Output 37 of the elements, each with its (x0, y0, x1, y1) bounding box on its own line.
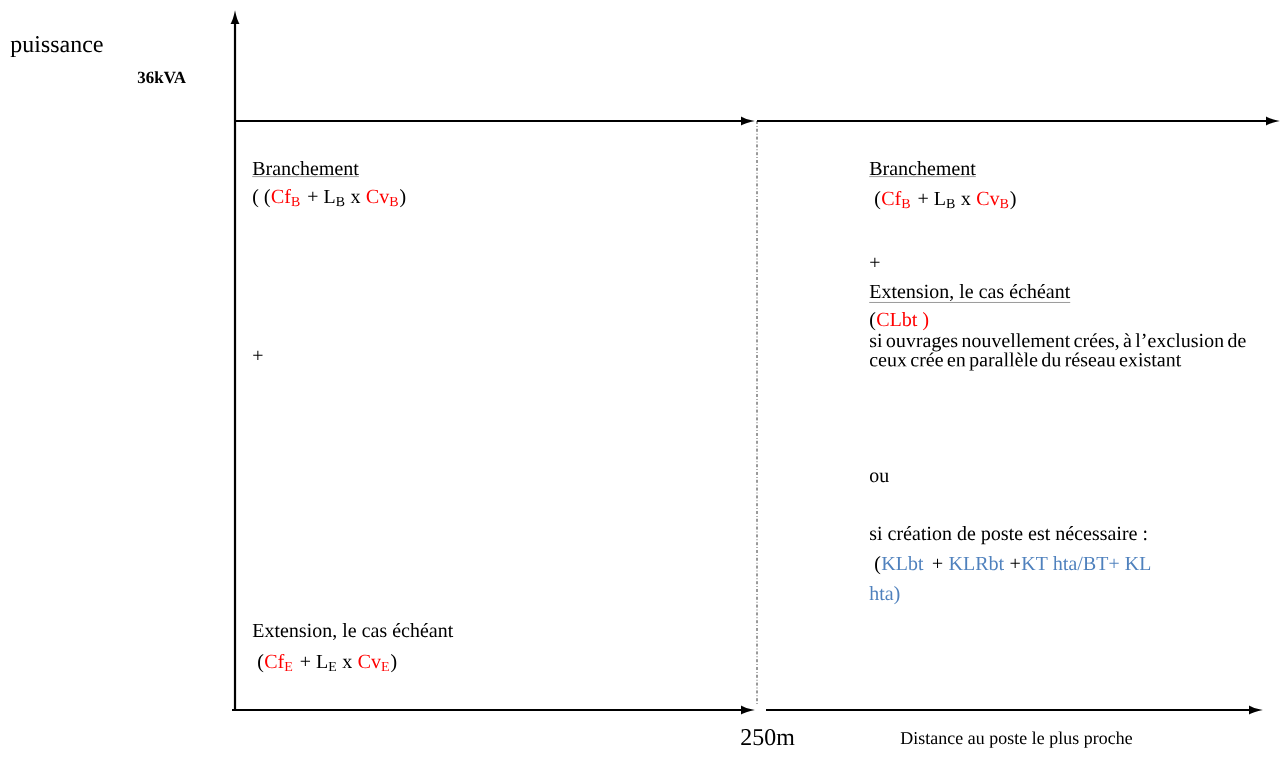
text-label: CLbt ) (877, 312, 929, 331)
text-label: 36kVA (137, 71, 186, 84)
text-label: ( (870, 312, 876, 331)
text-label: ) (400, 189, 406, 208)
text-label: + L$_{B}$ x (308, 189, 361, 207)
text-label: + (932, 558, 943, 568)
text-label: Extension, le cas échéant (252, 623, 454, 641)
text-label: Cv$_{E}$ (358, 654, 389, 672)
text-label: ) (391, 654, 397, 673)
text-label: Cf$_{B}$ (271, 188, 300, 207)
text-label: 250m (741, 729, 795, 746)
text-label: Cv$_{B}$ (366, 189, 398, 207)
text-label: Cf$_{B}$ (882, 190, 910, 209)
text-label: ( (875, 191, 881, 210)
text-label: + L$_{E}$ x (300, 654, 352, 672)
section-heading: Branchement (869, 161, 977, 177)
text-label: + L$_{B}$ x (918, 191, 971, 209)
text-label: KLRbt (949, 556, 1004, 571)
text-label: ( ( (253, 189, 270, 208)
section-heading: Extension, le cas échéant (869, 284, 1071, 303)
text-label: ) (1010, 191, 1016, 210)
section-heading: Branchement (252, 161, 360, 177)
text-label: KT hta/BT+ KL (1021, 556, 1151, 571)
text-label: Distance au poste le plus proche (900, 731, 1133, 748)
text-label: si ouvrages nouvellement crées, à l’exclusion de ceux crée en parallèle du réseau existant (869, 333, 1246, 371)
text-label: ( (258, 654, 264, 673)
text-label: ( (875, 556, 881, 575)
text-label: hta) (869, 586, 900, 605)
text-label: ou (869, 472, 889, 483)
text-label: puissance (10, 36, 103, 58)
text-label: si création de poste est nécessaire : (870, 526, 1147, 545)
text-label: + (253, 350, 263, 360)
text-label: Cf$_{E}$ (265, 653, 293, 672)
text-label: + (870, 257, 880, 267)
text-label: KLbt (881, 556, 924, 571)
text-label: Cv$_{B}$ (977, 191, 1009, 209)
text-label: + (1010, 558, 1020, 568)
